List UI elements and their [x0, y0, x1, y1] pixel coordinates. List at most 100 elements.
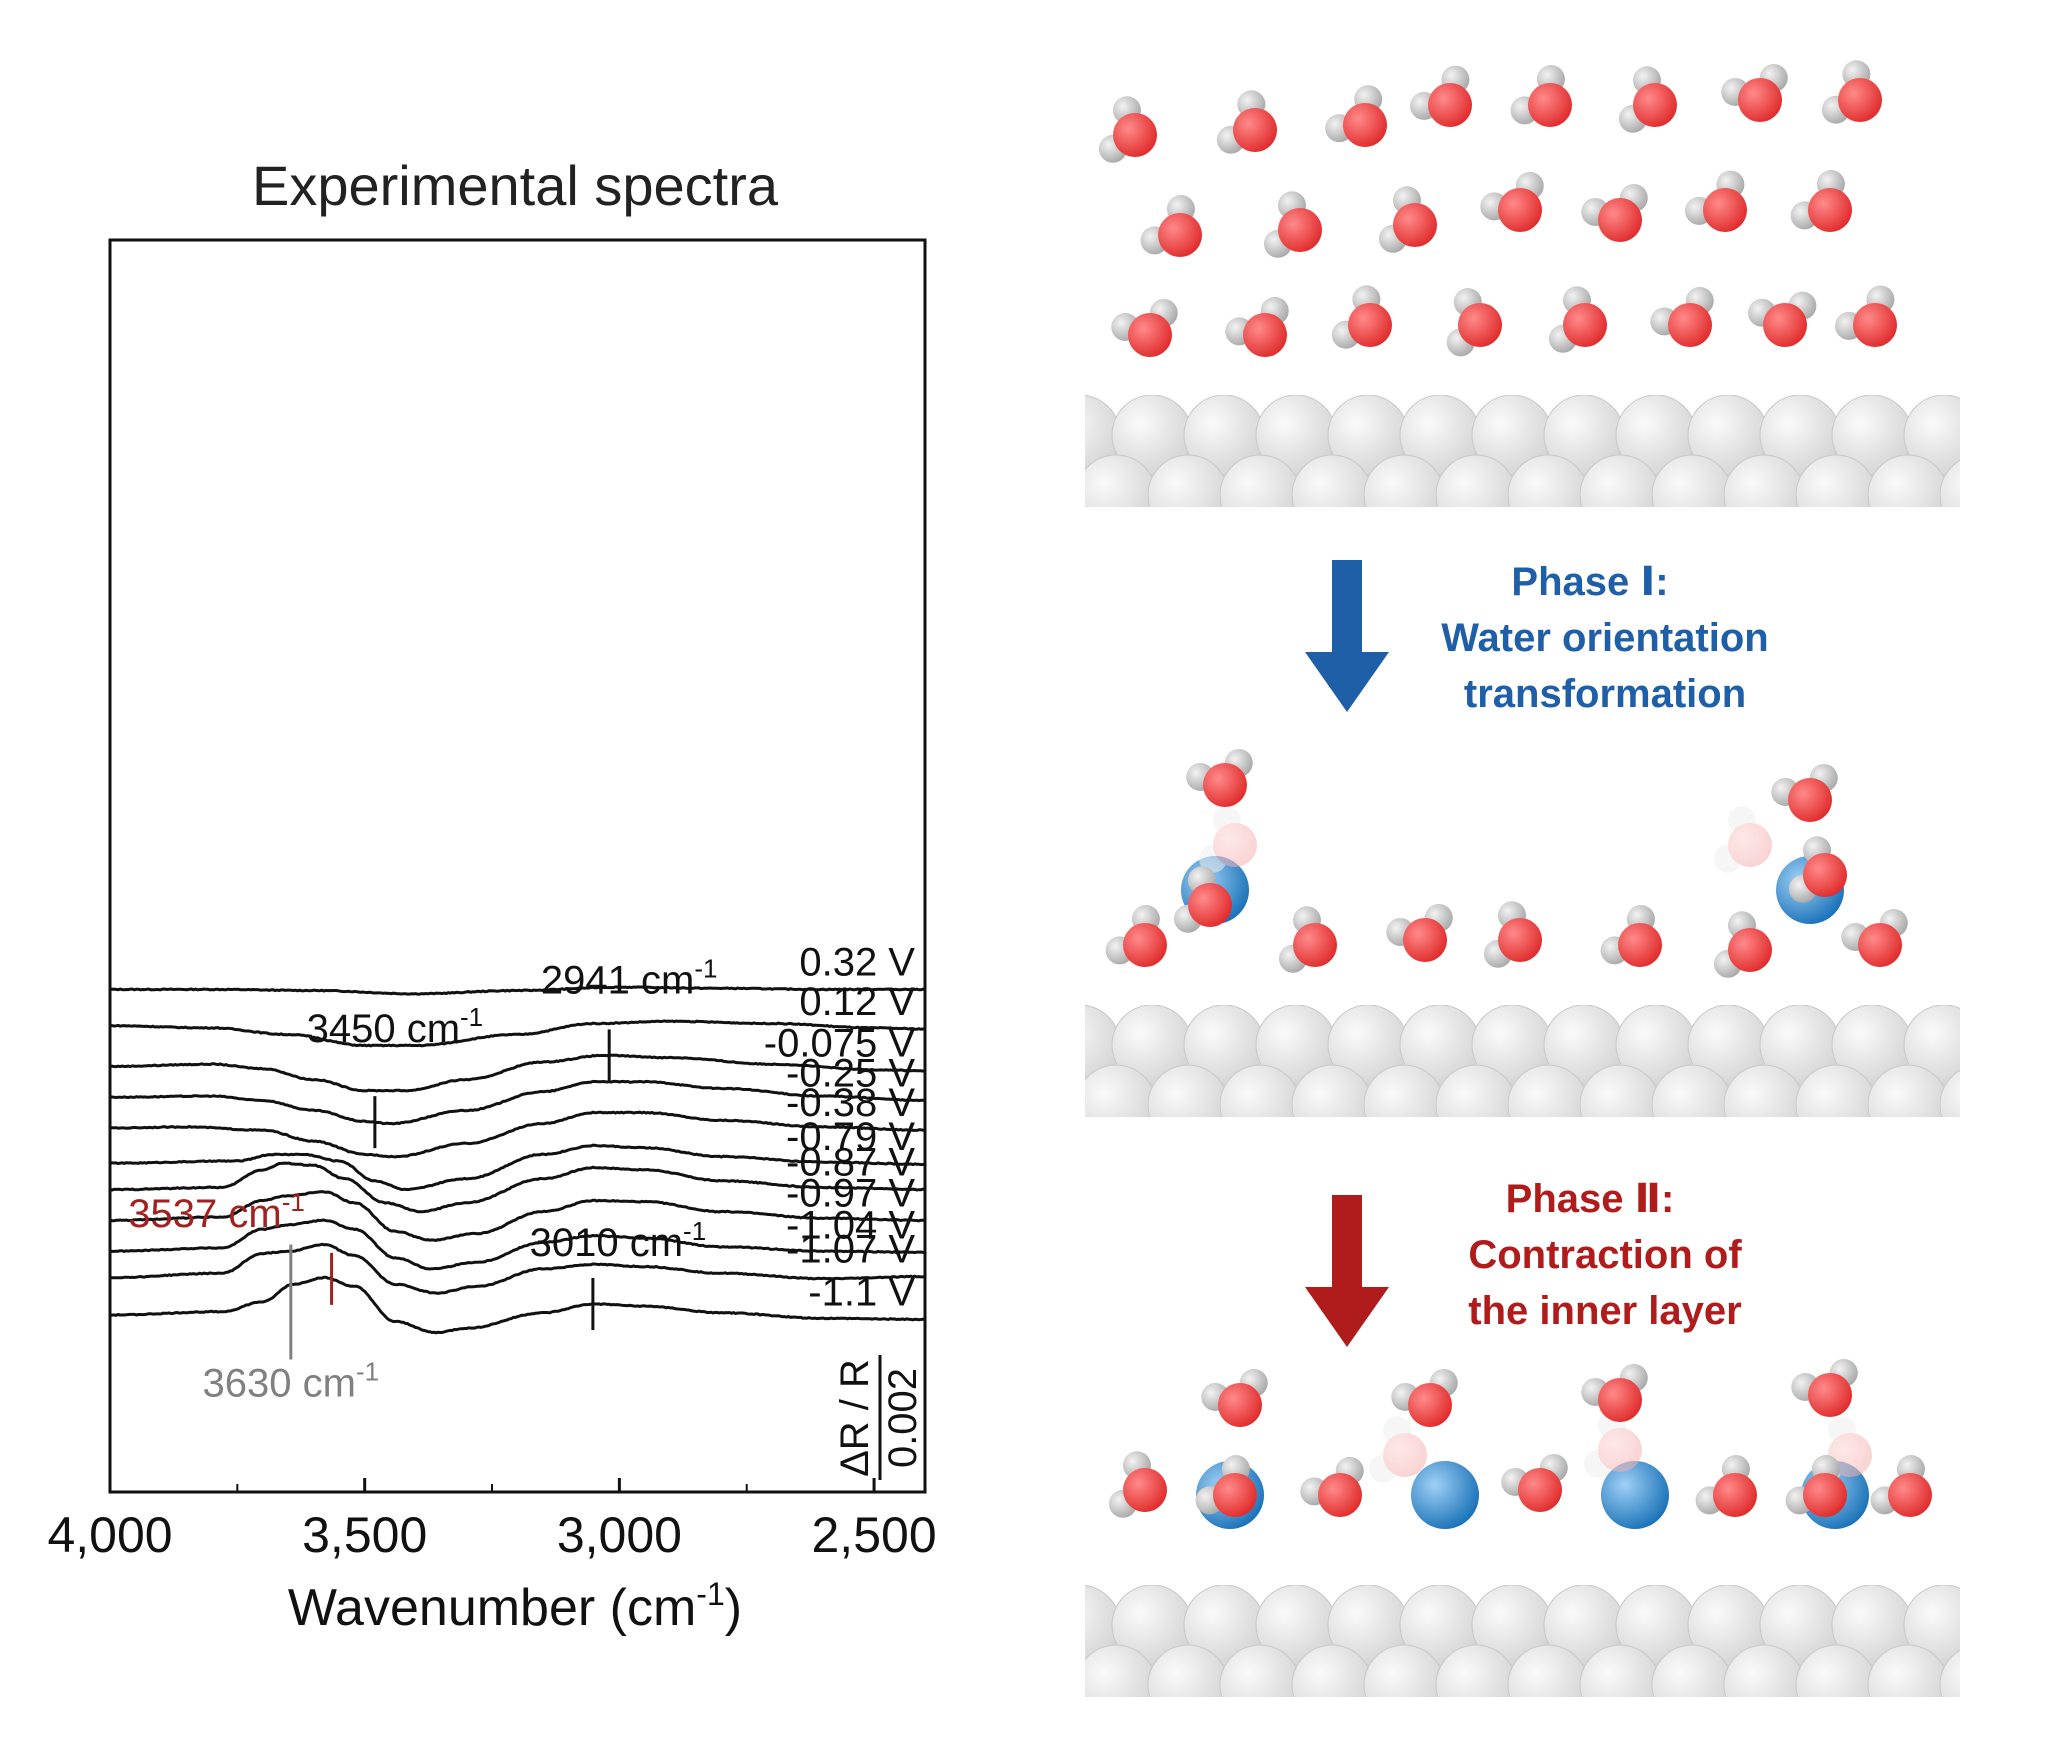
series-line	[109, 1053, 926, 1093]
series-label: -0.87 V	[786, 1141, 915, 1185]
phase2-title: Phase Ⅱ:	[1506, 1177, 1675, 1221]
water-molecule	[1841, 908, 1908, 967]
water-molecule	[1186, 748, 1253, 807]
water-molecule	[1501, 1453, 1568, 1512]
water-molecule	[1821, 60, 1882, 124]
x-axis-label: Wavenumber (cm-1)	[288, 1576, 742, 1637]
phase1-title: Phase Ⅰ:	[1511, 560, 1668, 604]
water-molecule	[1195, 1455, 1257, 1517]
water-molecule	[1378, 186, 1437, 253]
water-molecule	[1650, 286, 1714, 347]
series-line	[109, 1110, 926, 1159]
annotation-label: 3450 cm-1	[307, 1002, 484, 1051]
metal-surface	[1085, 395, 1960, 507]
phase2-caption: Phase Ⅱ: Contraction of the inner layer	[1468, 1177, 1742, 1333]
water-molecule	[1446, 288, 1502, 357]
panel-phase2	[1085, 1358, 1960, 1697]
water-molecule	[1140, 195, 1202, 257]
water-molecule	[1583, 1411, 1642, 1478]
x-axis: 4,000 3,500 3,000 2,500	[47, 1478, 937, 1563]
scale-bar-label: ΔR / R	[833, 1359, 877, 1477]
metal-surface	[1085, 1005, 1960, 1117]
series-label: 0.12 V	[799, 980, 915, 1024]
water-molecule	[1108, 1451, 1167, 1518]
water-molecule	[1870, 1455, 1932, 1517]
phase1-line2: Water orientation	[1441, 616, 1768, 660]
x-tick-label: 4,000	[47, 1507, 172, 1563]
scale-bar: ΔR / R 0.002	[833, 1355, 925, 1480]
water-molecule	[1685, 170, 1747, 232]
annotation-label: 3630 cm-1	[203, 1356, 380, 1405]
panel-initial-water	[1085, 60, 1960, 507]
water-molecule	[1581, 183, 1648, 242]
water-molecule	[1325, 85, 1387, 147]
water-molecule	[1391, 1368, 1458, 1427]
water-molecule	[1618, 66, 1677, 133]
water-molecule	[1278, 906, 1337, 973]
water-molecule	[1785, 1455, 1847, 1517]
phase2-line2: Contraction of	[1468, 1233, 1742, 1277]
water-molecule	[1216, 90, 1277, 154]
water-molecule	[1386, 903, 1453, 962]
panel-phase1	[1085, 748, 1960, 1117]
x-tick-label: 3,000	[557, 1507, 682, 1563]
series-label: -1.04 V	[786, 1203, 915, 1247]
water-molecule	[1410, 65, 1472, 127]
x-tick-label: 3,500	[302, 1507, 427, 1563]
water-molecule	[1300, 1456, 1364, 1517]
series-label: -1.07 V	[786, 1228, 915, 1272]
series-label: -1.1 V	[808, 1270, 915, 1314]
water-molecule	[1111, 298, 1178, 357]
series-label: -0.25 V	[786, 1051, 915, 1095]
series-lines: 0.32 V0.12 V-0.075 V-0.25 V-0.38 V-0.79 …	[109, 940, 926, 1335]
series-line	[109, 1079, 926, 1126]
series-line	[109, 985, 926, 996]
cation-atom	[1601, 1461, 1669, 1529]
metal-surface	[1085, 1585, 1960, 1697]
water-molecule	[1788, 836, 1847, 903]
water-molecule	[1201, 1368, 1268, 1427]
water-molecule	[1225, 296, 1289, 357]
scale-bar-value: 0.002	[881, 1368, 925, 1468]
series-label: -0.79 V	[786, 1115, 915, 1159]
series-line	[110, 1275, 926, 1335]
cation-atom	[1411, 1461, 1479, 1529]
annotation-label: 3537 cm-1	[128, 1187, 305, 1236]
water-molecule	[1098, 96, 1157, 163]
water-molecule	[1483, 901, 1542, 968]
water-molecule	[1791, 1358, 1858, 1417]
water-molecule	[1721, 63, 1788, 122]
series-line	[109, 1143, 926, 1192]
phase1-arrow	[1305, 560, 1389, 712]
water-molecule	[1198, 806, 1257, 873]
water-molecule	[1173, 866, 1232, 933]
water-molecule	[1368, 1416, 1427, 1483]
water-molecule	[1263, 191, 1322, 258]
series-label: -0.075 V	[764, 1022, 916, 1066]
water-molecule	[1835, 285, 1897, 347]
water-molecule	[1548, 286, 1607, 353]
series-line	[110, 1019, 926, 1048]
series-line	[109, 1161, 926, 1214]
water-molecule	[1771, 763, 1838, 822]
water-molecule	[1581, 1363, 1648, 1422]
phase1-caption: Phase Ⅰ: Water orientation transformatio…	[1441, 560, 1768, 716]
water-molecule	[1105, 905, 1167, 967]
water-molecule	[1331, 285, 1392, 349]
water-structure-illustration: Phase Ⅰ: Water orientation transformatio…	[1085, 60, 1960, 1697]
water-molecule	[1600, 905, 1662, 967]
phase2-arrow	[1305, 1195, 1389, 1347]
phase2-line3: the inner layer	[1468, 1289, 1741, 1333]
series-label: -0.38 V	[786, 1081, 915, 1125]
series-label: 0.32 V	[799, 940, 915, 984]
water-molecule	[1713, 911, 1772, 978]
x-tick-label: 2,500	[812, 1507, 937, 1563]
series-line	[109, 1218, 926, 1271]
series-line	[109, 1190, 926, 1242]
water-molecule	[1480, 171, 1544, 232]
plot-frame	[108, 238, 927, 1494]
series-label: -0.97 V	[786, 1171, 915, 1215]
water-molecule	[1748, 291, 1817, 347]
